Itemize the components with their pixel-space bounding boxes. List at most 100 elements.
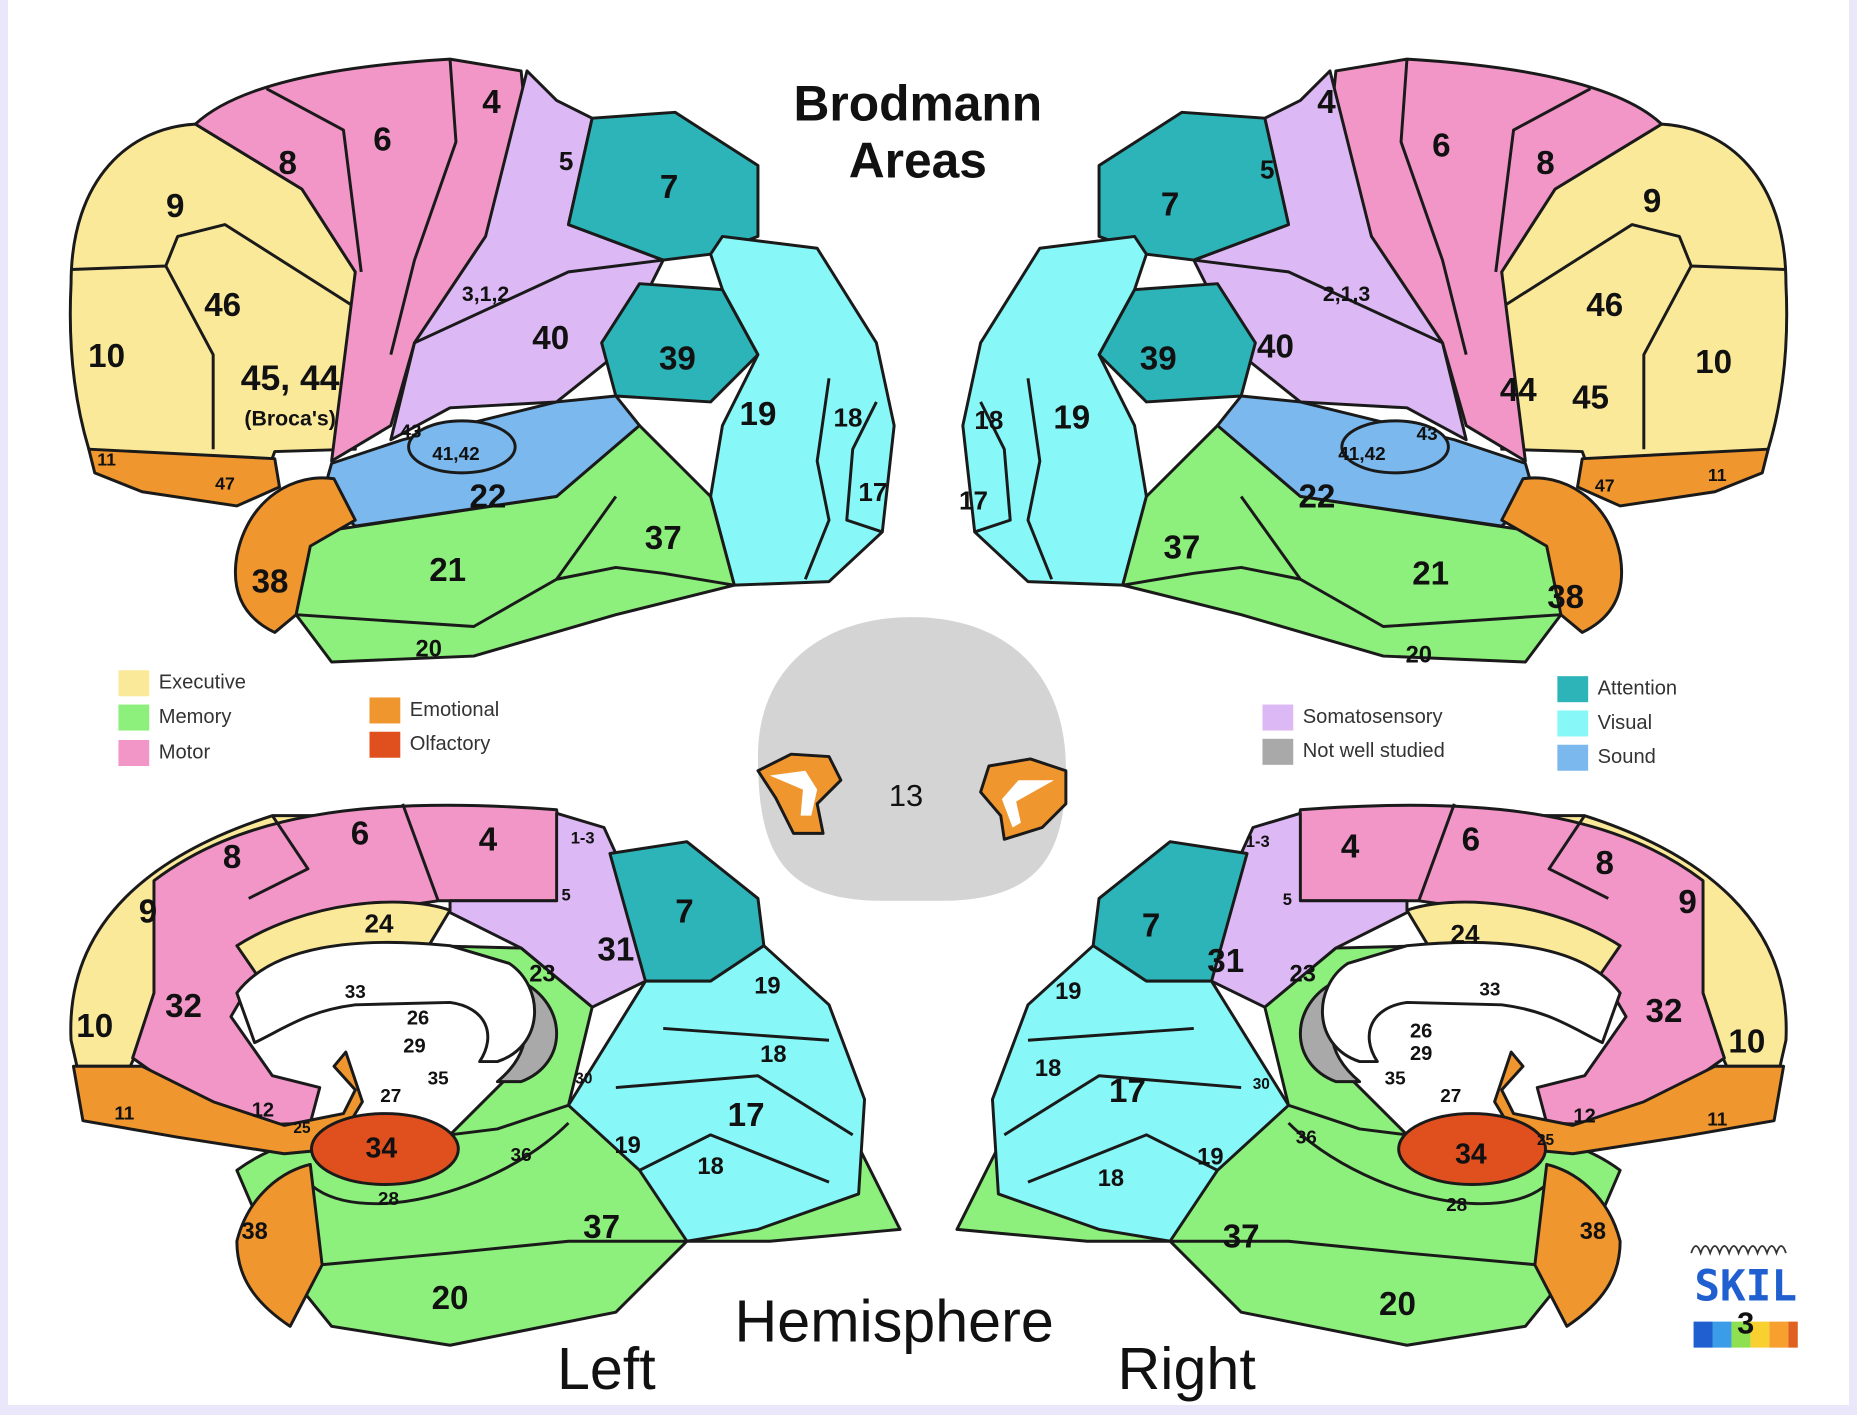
legend-label: Somatosensory	[1303, 706, 1444, 728]
svg-text:SKIL: SKIL	[1694, 1261, 1797, 1311]
medial-right-area-label: 20	[1379, 1286, 1416, 1323]
medial-right-area-label: 25	[1537, 1132, 1555, 1149]
medial-left-area-label: 30	[575, 1070, 592, 1087]
lateral-left-area-label: 38	[252, 564, 289, 601]
legend-item: Somatosensory	[1262, 704, 1444, 731]
caption-right: Right	[1118, 1335, 1256, 1402]
lateral-left-area-label: 43	[400, 422, 421, 443]
lateral-right-area-label: 11	[1708, 465, 1727, 485]
legend-label: Executive	[159, 672, 246, 694]
lateral-left-area-label: 20	[416, 636, 442, 662]
medial-left-area-label: 28	[378, 1189, 399, 1210]
medial-left-area-label: 19	[615, 1133, 641, 1159]
lateral-left-area-label: 47	[215, 473, 235, 493]
legend-item: Executive	[118, 670, 246, 697]
medial-left-area-label: 31	[597, 931, 634, 968]
lateral-right-area-label: 9	[1643, 183, 1661, 220]
medial-left-area-label: 23	[529, 962, 555, 988]
medial-right-area-label: 24	[1451, 919, 1480, 949]
medial-left-area-label: 24	[364, 908, 393, 938]
legend-label: Motor	[159, 741, 211, 763]
medial-right-area-label: 32	[1646, 993, 1683, 1030]
medial-left-area-label: 18	[697, 1154, 723, 1180]
medial-right-area-label: 19	[1055, 979, 1081, 1005]
legend-label: Memory	[159, 706, 233, 728]
legend-item: Not well studied	[1262, 738, 1445, 765]
medial-right-area-label: 5	[1283, 890, 1292, 909]
legend-swatch	[1557, 676, 1589, 703]
title-line-2: Areas	[849, 132, 987, 188]
lateral-right-area-label: 17	[959, 485, 988, 515]
lateral-right-area-label: 21	[1412, 555, 1449, 592]
legend-item: Olfactory	[369, 731, 491, 758]
medial-right-area-label: 28	[1446, 1195, 1467, 1216]
medial-right-area-label: 37	[1223, 1219, 1260, 1256]
lateral-right-area-label: 37	[1163, 529, 1200, 566]
medial-left-area-label: 6	[351, 816, 369, 853]
medial-left-area-label: 33	[345, 982, 366, 1003]
lateral-left-area-label: 37	[645, 520, 682, 557]
medial-left-area-label: 8	[223, 839, 241, 876]
lateral-right-area-label: 22	[1299, 479, 1336, 516]
lateral-right-area-label: 38	[1547, 579, 1584, 616]
lateral-right-area-label: 2,1,3	[1323, 282, 1371, 306]
legend-item: Emotional	[369, 697, 499, 724]
medial-left-area-label: 5	[561, 885, 570, 904]
title-line-1: Brodmann	[794, 76, 1043, 132]
medial-right-area-label: 19	[1197, 1145, 1223, 1171]
lateral-left-area-label: 39	[659, 340, 696, 377]
medial-right-area-label: 11	[1707, 1110, 1727, 1131]
coronal-slice: 13	[756, 617, 1068, 901]
lateral-left-area-label: 6	[373, 122, 391, 159]
lateral-right-area-label: 10	[1695, 344, 1732, 381]
lateral-left-area-label: 8	[279, 145, 297, 182]
legend-item: Visual	[1557, 710, 1652, 737]
medial-right-area-label: 27	[1440, 1086, 1461, 1107]
medial-right-area-label: 4	[1341, 829, 1360, 866]
medial-right-area-label: 31	[1207, 943, 1244, 980]
lateral-right-area-label: 18	[974, 405, 1003, 435]
legend-swatch	[1557, 710, 1589, 737]
medial-left-area-label: 37	[583, 1209, 620, 1246]
medial-right-hemisphere	[955, 802, 1788, 1347]
medial-left-area-label: 35	[428, 1068, 449, 1089]
medial-left-area-label: 38	[241, 1219, 267, 1245]
legend-swatch	[369, 731, 401, 758]
lateral-left-area-label: 4	[482, 84, 501, 121]
lateral-right-area-label: 44	[1500, 372, 1537, 409]
caption-left: Left	[557, 1335, 656, 1402]
medial-right-area-label: 1-3	[1246, 832, 1270, 851]
medial-left-area-label: 11	[114, 1104, 134, 1125]
lateral-right-area-label: 39	[1140, 340, 1177, 377]
lateral-right-area-label: 4	[1317, 84, 1336, 121]
legend-label: Visual	[1598, 712, 1652, 734]
lateral-right-hemisphere	[961, 57, 1789, 664]
lateral-left-area-label: 46	[204, 287, 241, 324]
lateral-left-area-label: 7	[660, 169, 678, 206]
medial-right-area-label: 9	[1678, 884, 1696, 921]
medial-left-area-label: 27	[380, 1086, 401, 1107]
medial-left-area-label: 7	[675, 894, 693, 931]
medial-left-area-label: 10	[76, 1008, 113, 1045]
medial-right-area-label: 29	[1410, 1043, 1432, 1065]
legend-swatch	[1262, 738, 1294, 765]
legend-label: Attention	[1598, 678, 1677, 700]
medial-left-area-label: 26	[407, 1007, 429, 1029]
lateral-left-area-label: 40	[532, 320, 569, 357]
lateral-right-area-label: 45	[1572, 379, 1609, 416]
medial-right-area-label: 18	[1098, 1166, 1124, 1192]
lateral-left-area-label: 10	[88, 338, 125, 375]
lateral-left-area-label: 11	[97, 450, 116, 470]
legend-item: Motor	[118, 740, 211, 767]
medial-right-area-label: 30	[1253, 1076, 1270, 1093]
lateral-left-hemisphere	[68, 57, 896, 664]
medial-right-area-label: 6	[1462, 821, 1480, 858]
medial-right-area-label: 35	[1385, 1068, 1406, 1089]
legend-swatch	[118, 704, 150, 731]
medial-right-area-label: 17	[1109, 1073, 1146, 1110]
lateral-left-area-label: 22	[469, 479, 506, 516]
lateral-left-area-label: 18	[833, 403, 862, 433]
lateral-right-area-label: 47	[1595, 476, 1615, 496]
